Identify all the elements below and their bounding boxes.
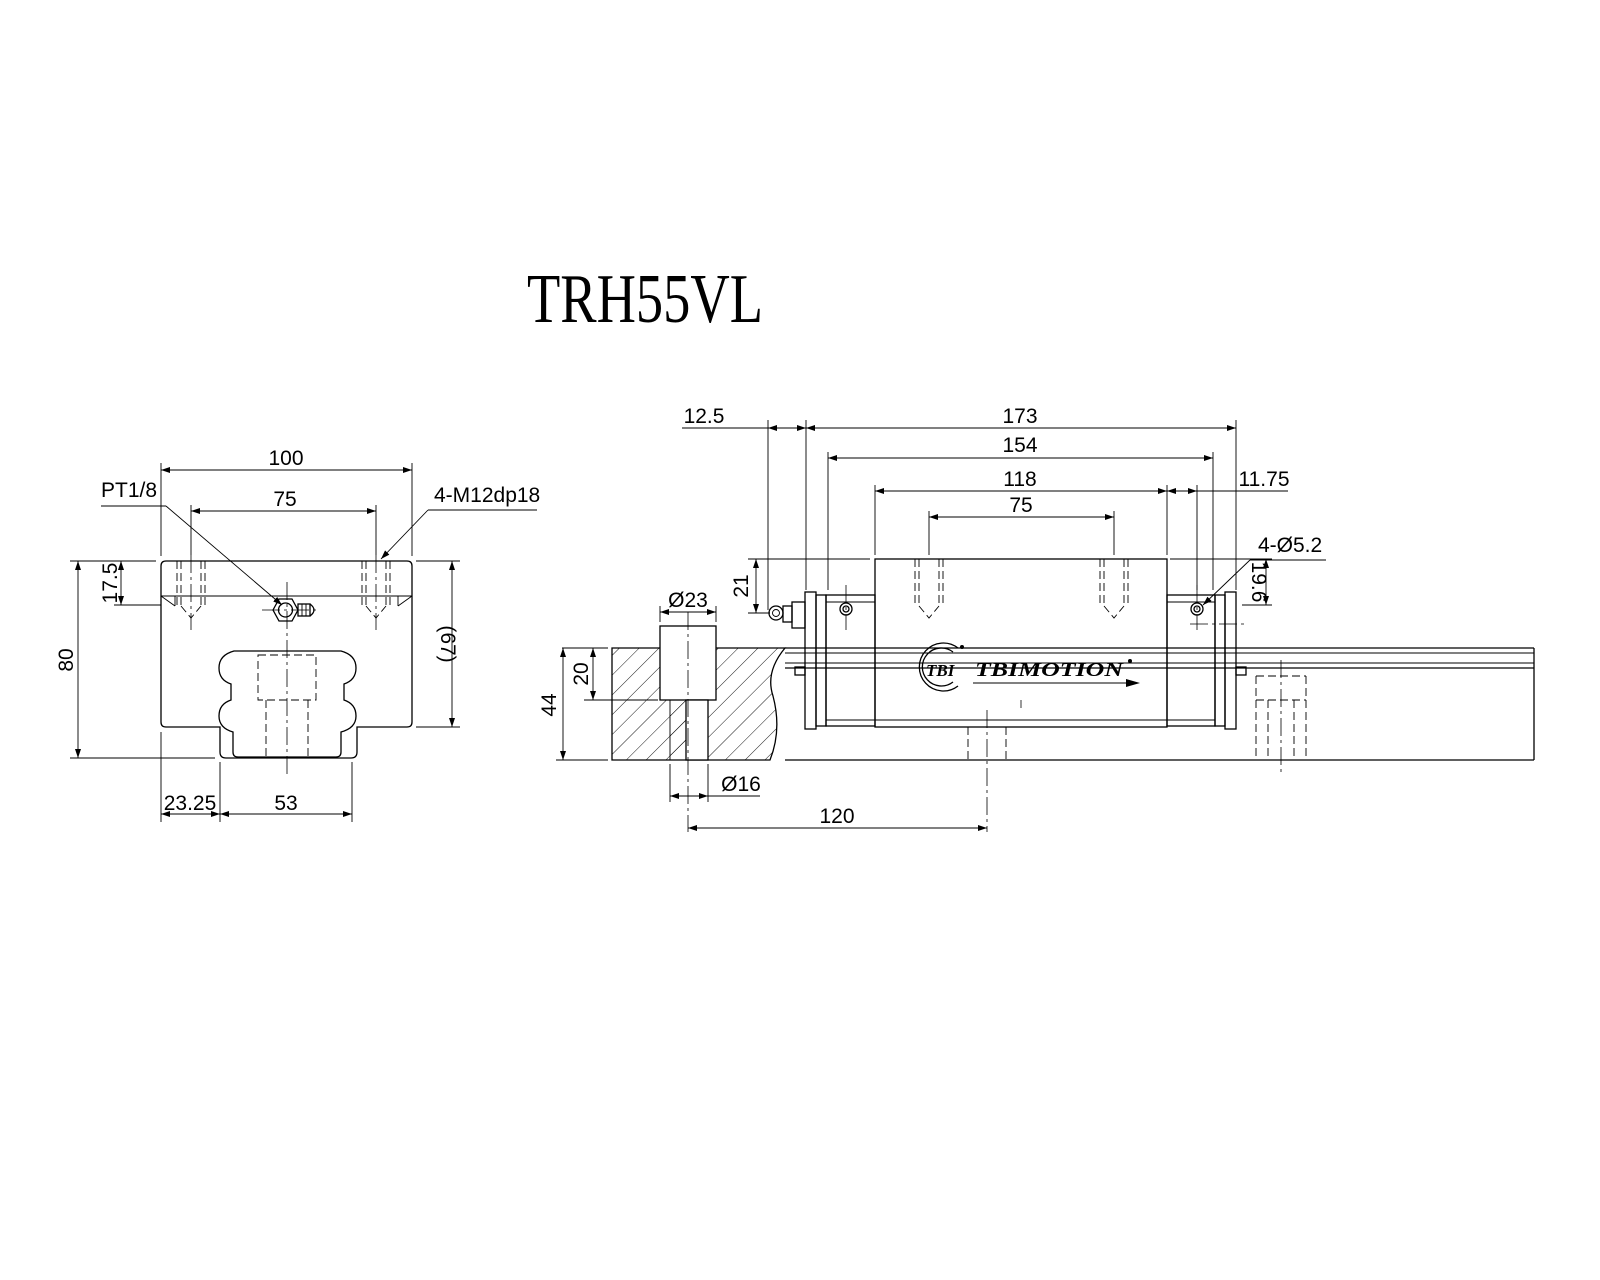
hole-pitch-label: 75 — [273, 488, 296, 511]
thread-callout: 4-M12dp18 — [380, 484, 540, 560]
carriage-body-side — [804, 558, 1237, 730]
seal-height-label: 19.6 — [1247, 562, 1270, 603]
bolt-hole-label: Ø16 — [721, 773, 761, 796]
hole-callout: 4-Ø5.2 — [1202, 534, 1326, 606]
height-dimension: 80 — [55, 560, 215, 759]
width-dimension: 100 — [160, 447, 413, 556]
seal-height-dimension: 19.6 — [1170, 558, 1272, 606]
seal-left — [794, 666, 806, 676]
nipple-height-dimension: 21 — [730, 558, 870, 614]
tapped-hole-side-right — [1099, 559, 1129, 619]
counterbore-depth-dimension: 20 — [562, 647, 658, 701]
logo-wordmark: TBIMOTION — [975, 659, 1125, 681]
nipple-label: 12.5 — [684, 405, 725, 428]
drawing-canvas: TRH55VL — [55, 261, 1535, 832]
steel-length-label: 118 — [1003, 468, 1036, 491]
rail-pitch-label: 120 — [819, 805, 854, 828]
end-dimension: 11.75 — [1167, 468, 1290, 590]
seal-right — [1235, 666, 1247, 676]
body-length-label: 154 — [1002, 434, 1037, 457]
rail-height-label: 44 — [538, 693, 561, 717]
front-view: 100 75 PT1/8 4-M12dp18 80 — [55, 447, 540, 822]
end-label: 11.75 — [1239, 468, 1290, 491]
counterbore-label: Ø23 — [668, 589, 708, 612]
drawing-title: TRH55VL — [527, 261, 763, 338]
grease-port-label: PT1/8 — [101, 479, 157, 502]
bolt-hole-dimension: Ø16 — [669, 764, 761, 802]
side-hole-pitch-dimension: 75 — [928, 494, 1115, 555]
rail-pitch-dimension: 120 — [688, 805, 987, 831]
nipple-height-label: 21 — [730, 574, 753, 597]
rail-bolt-hole-center — [967, 710, 1007, 832]
tbi-logo: TBI TBIMOTION — [918, 642, 1140, 692]
grease-port-callout: PT1/8 — [101, 479, 283, 606]
inner-height-label: (67) — [436, 625, 459, 662]
nipple-dimension: 12.5 — [682, 405, 806, 610]
counterbore-depth-label: 20 — [570, 662, 593, 685]
tapped-hole-side-left — [914, 559, 944, 619]
height-label: 80 — [55, 648, 78, 671]
counterbore-dimension: Ø23 — [659, 589, 717, 622]
rail-width-dimension: 23.25 53 — [160, 732, 353, 822]
offset-label: 23.25 — [164, 792, 217, 815]
rail-height-dimension: 44 — [538, 648, 608, 761]
top-dim-label: 17.5 — [99, 563, 122, 604]
side-view: TBI TBIMOTION 173 12.5 154 — [538, 405, 1535, 832]
tapped-hole-right — [361, 561, 391, 619]
rail-bolt-hole-right — [1255, 660, 1307, 775]
side-hole-pitch-label: 75 — [1009, 494, 1032, 517]
logo-mark: TBI — [926, 661, 956, 680]
body-length-dimension: 154 — [827, 434, 1214, 590]
rail-side — [785, 647, 1535, 761]
top-dimension: 17.5 — [99, 561, 161, 606]
thread-label: 4-M12dp18 — [434, 484, 540, 507]
rail-profile-front — [218, 650, 357, 758]
steel-length-dimension: 118 — [874, 468, 1168, 555]
grease-nipple-side — [768, 601, 806, 629]
hole-label: 4-Ø5.2 — [1258, 534, 1322, 557]
length-dimension: 173 — [805, 405, 1237, 590]
mounting-base-section — [611, 612, 787, 832]
rail-width-label: 53 — [274, 792, 297, 815]
width-label: 100 — [268, 447, 303, 470]
length-label: 173 — [1002, 405, 1037, 428]
inner-height-dimension: (67) — [416, 560, 460, 728]
hole-pitch-dimension: 75 — [190, 488, 377, 555]
carriage-block-front — [160, 560, 413, 759]
